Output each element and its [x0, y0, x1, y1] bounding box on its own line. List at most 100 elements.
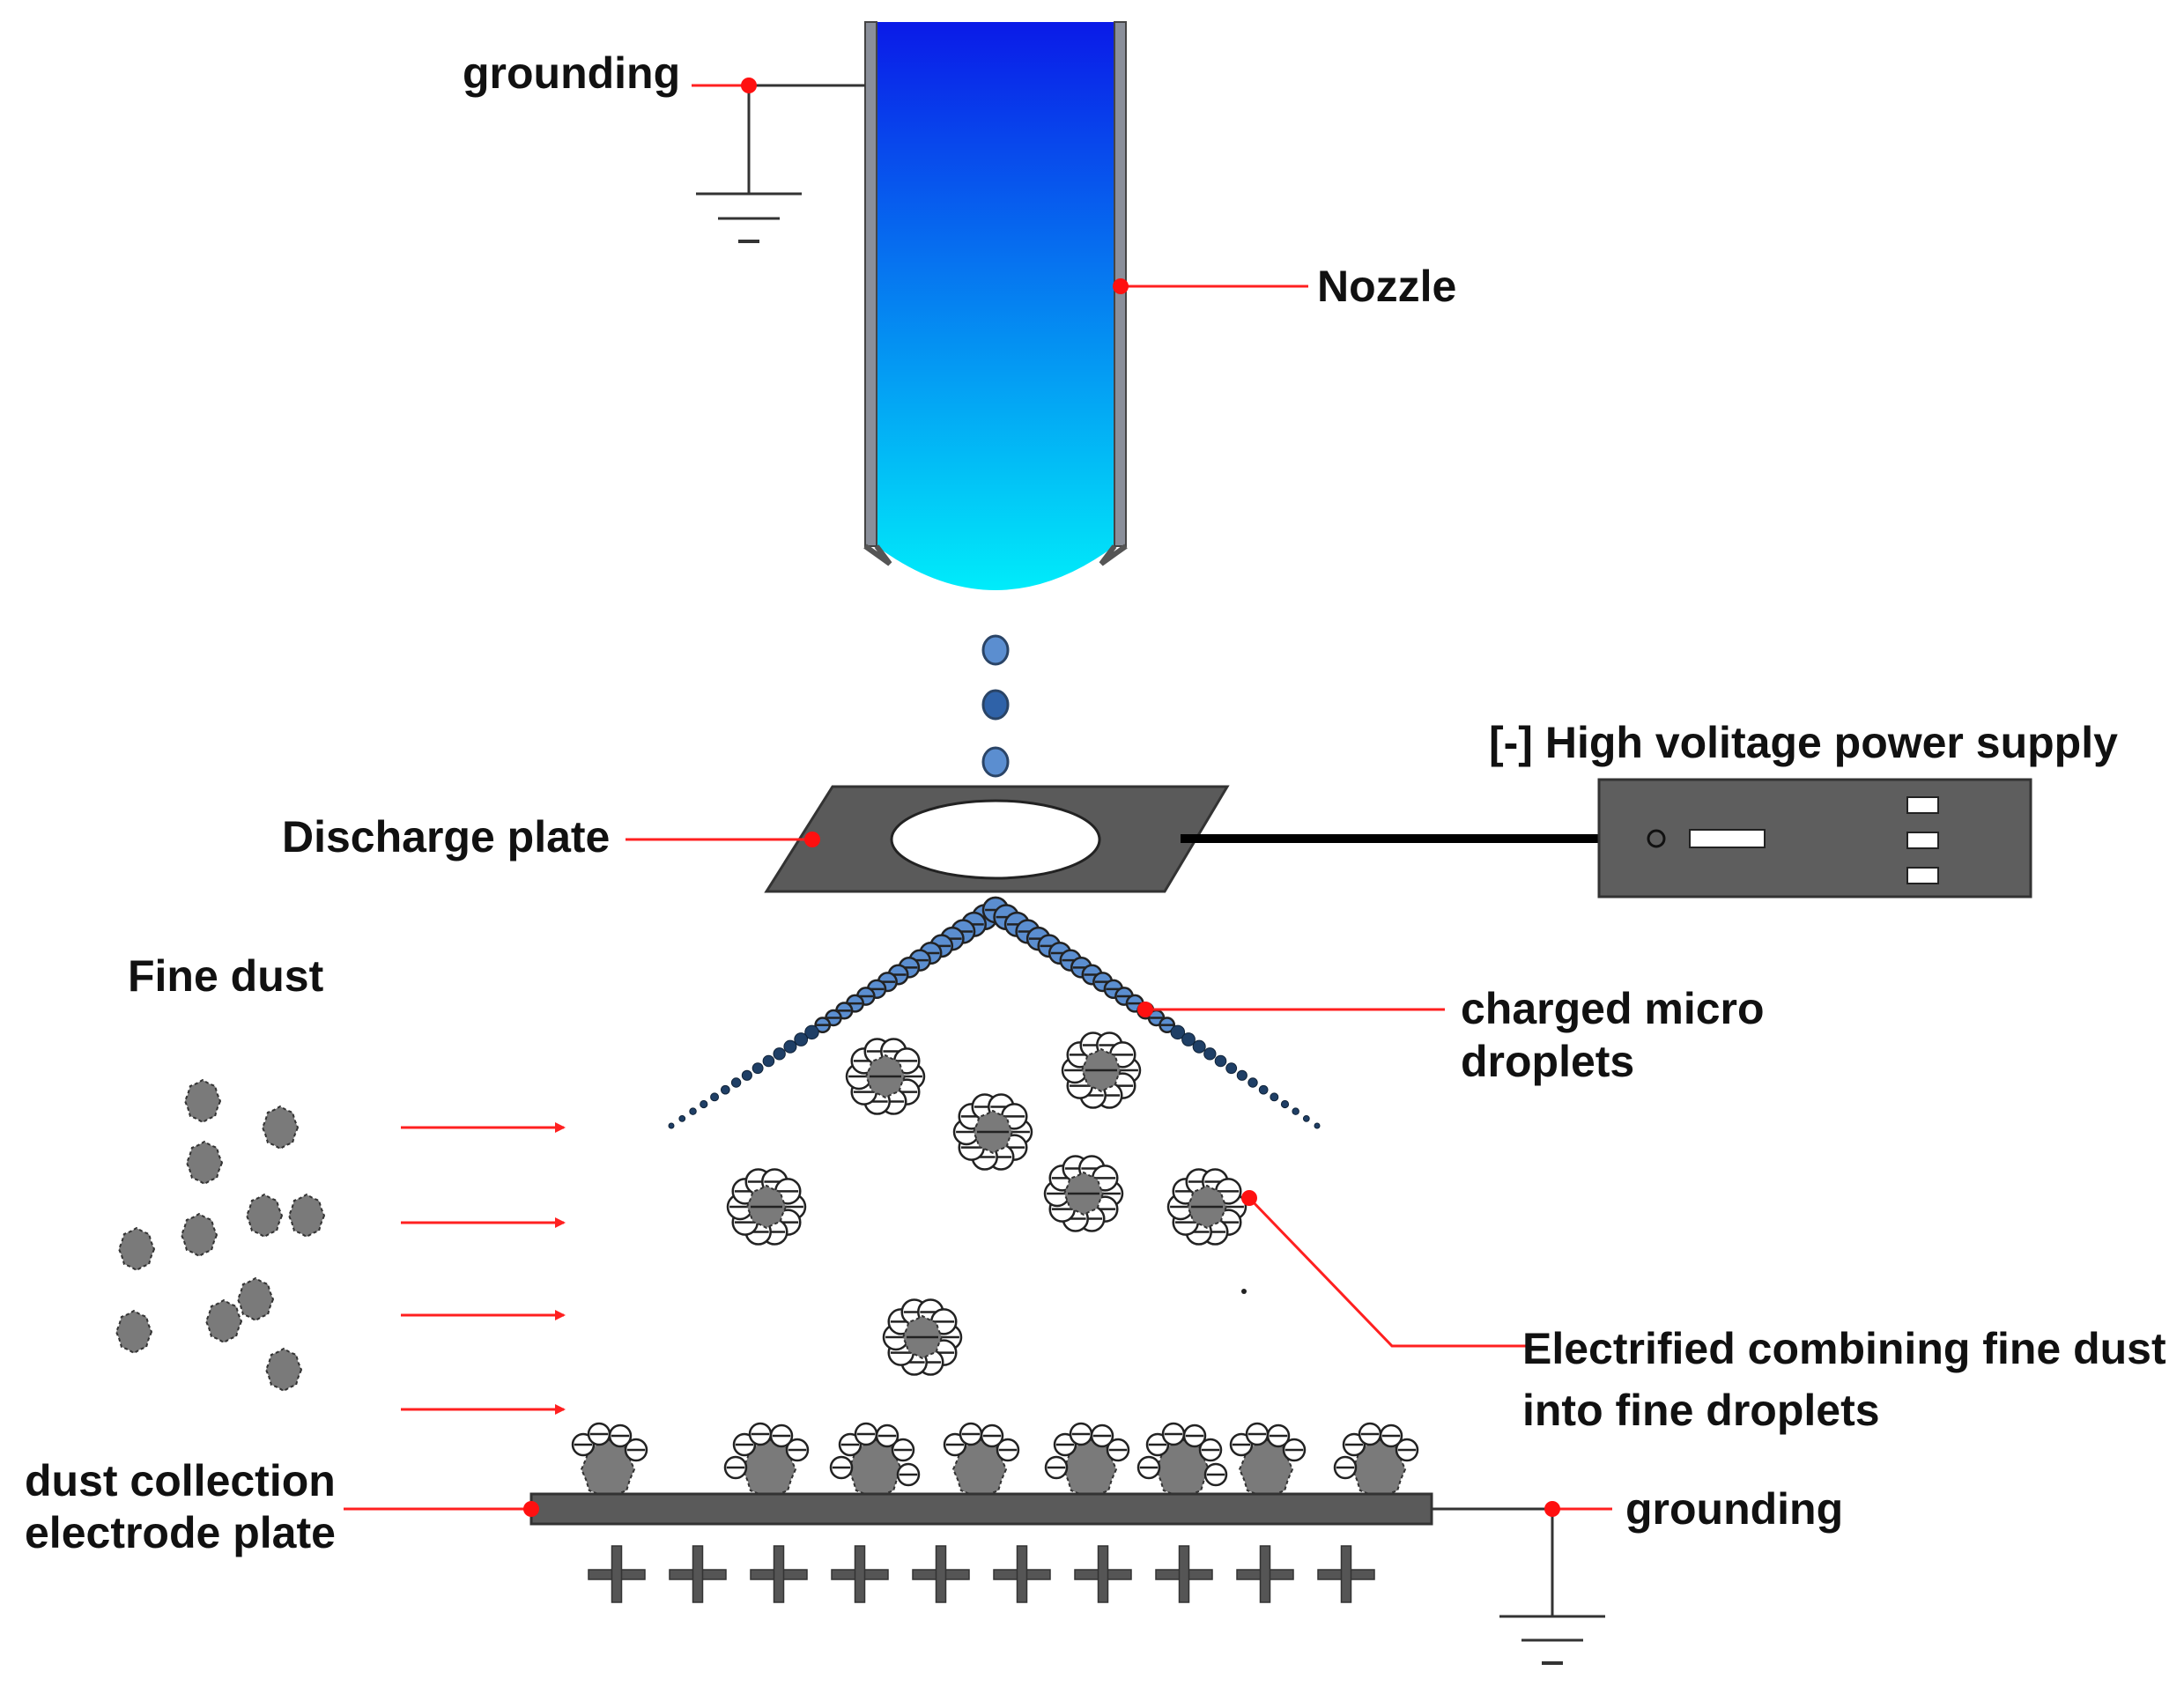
collected-dust-cluster: [571, 1422, 648, 1501]
negative-droplet: [1159, 1017, 1176, 1034]
dust-particle: [183, 1078, 222, 1124]
negative-droplet: [996, 1438, 1020, 1462]
grounding-top-marker: [741, 78, 757, 93]
plus-charge: [588, 1545, 646, 1603]
negative-droplet: [1395, 1438, 1419, 1462]
negative-droplet: [829, 1455, 854, 1480]
electrified-label-line1: Electrified combining fine dust: [1522, 1324, 2166, 1373]
negative-droplet: [1266, 1423, 1291, 1448]
dust-particle: [261, 1105, 300, 1150]
electrified-cluster: [845, 1038, 926, 1115]
grounding-bottom-marker: [1544, 1501, 1560, 1517]
dust-particle: [185, 1140, 224, 1186]
nozzle-tip-wall-left: [863, 544, 892, 566]
negative-droplet: [814, 1017, 832, 1034]
dust-particle: [115, 1309, 153, 1355]
discharge-plate-label: Discharge plate: [282, 812, 610, 861]
collected-dust-cluster: [943, 1422, 1020, 1501]
negative-droplet: [1379, 1423, 1403, 1448]
negative-droplet: [854, 1422, 878, 1446]
electrified-cluster: [882, 1298, 963, 1376]
electrified-cluster: [1166, 1168, 1247, 1246]
negative-droplet: [608, 1423, 633, 1448]
charged-droplets-label-line2: droplets: [1461, 1037, 1634, 1086]
electrified-dust-clusters: [726, 1032, 1247, 1376]
collected-dust-cluster: [1136, 1422, 1228, 1501]
negative-droplet: [751, 1062, 764, 1075]
negative-droplet: [1245, 1422, 1270, 1446]
negative-droplet: [1192, 1039, 1206, 1054]
negative-droplet: [1270, 1092, 1279, 1102]
negative-droplet: [1247, 1077, 1258, 1088]
grounding-bottom-label: grounding: [1625, 1484, 1843, 1534]
power-supply-button: [1906, 832, 1939, 849]
negative-droplet: [1170, 1024, 1186, 1040]
negative-droplet: [1236, 1069, 1247, 1081]
negative-droplet: [891, 1438, 915, 1462]
plus-charge: [1236, 1545, 1294, 1603]
plus-charge: [1074, 1545, 1132, 1603]
negative-droplet: [732, 1432, 757, 1457]
collected-dust-cluster: [1333, 1422, 1419, 1501]
negative-droplet: [741, 1069, 752, 1081]
plus-charge: [993, 1545, 1051, 1603]
collection-plate-label-line2: electrode plate: [25, 1508, 336, 1557]
negative-droplet: [624, 1438, 648, 1462]
plus-charge: [831, 1545, 889, 1603]
charged-droplets-marker: [1137, 1002, 1153, 1017]
negative-droplet: [721, 1084, 730, 1095]
plus-charge: [912, 1545, 970, 1603]
negative-droplet: [1280, 1099, 1290, 1109]
power-supply: [1597, 778, 2032, 898]
power-supply-label: [-] High volitage power supply: [1489, 718, 2118, 767]
negative-droplet: [794, 1032, 809, 1046]
grounding-top: [692, 78, 865, 243]
discharge-plate-hole: [890, 799, 1101, 880]
negative-droplet: [959, 1422, 983, 1446]
negative-droplet: [774, 1178, 802, 1205]
electrified-cluster: [952, 1093, 1033, 1171]
positive-charges: [588, 1545, 1375, 1603]
negative-droplet: [748, 1422, 773, 1446]
negative-droplet: [1314, 1122, 1321, 1129]
negative-droplet: [678, 1114, 686, 1122]
plus-charge: [750, 1545, 808, 1603]
electrified-leader: [1247, 1196, 1529, 1348]
dust-particle: [287, 1193, 326, 1239]
negative-droplet: [896, 1462, 921, 1487]
negative-droplet: [668, 1122, 675, 1129]
nozzle-body: [877, 22, 1114, 590]
discharge-plate: [764, 785, 1230, 893]
grounding-top-label: grounding: [463, 48, 680, 98]
collection-plate-marker: [523, 1501, 539, 1517]
negative-droplet: [730, 1077, 742, 1088]
plus-charge: [1317, 1545, 1375, 1603]
discharge-plate-marker: [804, 832, 820, 847]
negative-droplet: [689, 1107, 697, 1115]
negative-droplet: [785, 1438, 810, 1462]
negative-droplet: [943, 1432, 967, 1457]
charged-droplets-label-line1: charged micro: [1461, 984, 1765, 1033]
negative-droplet: [1181, 1032, 1196, 1046]
airflow-arrows: [401, 1122, 566, 1415]
negative-droplet: [1258, 1084, 1269, 1095]
negative-droplet: [571, 1432, 596, 1457]
charged-droplets-spray: [668, 896, 1321, 1129]
plus-charge: [1155, 1545, 1213, 1603]
negative-droplet: [1203, 1462, 1228, 1487]
fine-dust-particles: [115, 1078, 326, 1393]
negative-droplet: [1106, 1438, 1130, 1462]
negative-droplet: [1161, 1422, 1186, 1446]
negative-droplet: [783, 1039, 797, 1054]
dust-particle: [245, 1193, 284, 1239]
negative-droplet: [1333, 1455, 1358, 1480]
negative-droplet: [1069, 1422, 1093, 1446]
negative-droplet: [1044, 1455, 1069, 1480]
negative-droplet: [1198, 1438, 1223, 1462]
collection-electrode-plate: [529, 1492, 1433, 1526]
nozzle-wall-left: [864, 21, 877, 547]
collected-dust-cluster: [723, 1422, 810, 1501]
negative-droplet: [838, 1432, 862, 1457]
power-supply-button: [1906, 867, 1939, 884]
